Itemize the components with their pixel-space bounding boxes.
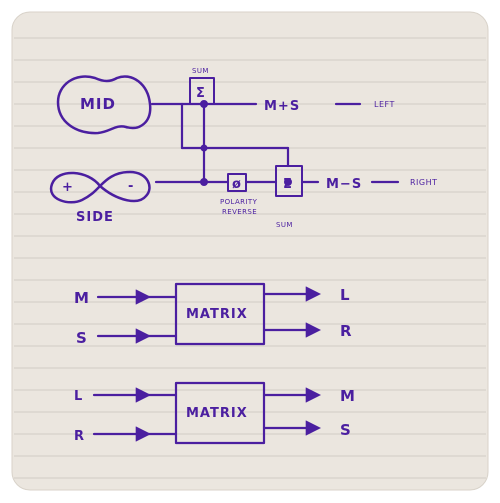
matrix2-out1: M (340, 387, 356, 405)
matrix2-in1: L (74, 389, 83, 404)
matrix2-box (174, 381, 266, 445)
out2-expr: M−S (326, 177, 362, 192)
matrix1-out1: L (340, 286, 351, 304)
sum-bottom-symbol: Σ (283, 177, 293, 192)
matrix1-box (174, 282, 266, 346)
polarity-line1: POLARITY (220, 198, 258, 206)
junction-dot-4 (284, 178, 292, 186)
sum-top-symbol: Σ (196, 86, 206, 101)
mid-label: MID (80, 95, 116, 113)
junction-dot-3 (200, 178, 208, 186)
junction-dot-2 (200, 144, 208, 152)
matrix1-in1: M (74, 289, 90, 307)
side-minus: - (128, 179, 134, 194)
matrix2-out2: S (340, 421, 352, 439)
ruled-lines (14, 37, 486, 479)
sum-bottom-label: SUM (276, 221, 293, 229)
polarity-line2: REVERSE (222, 208, 257, 216)
out1-dest: LEFT (374, 100, 395, 109)
matrix2-label: MATRIX (186, 406, 248, 421)
matrix1-label: MATRIX (186, 307, 248, 322)
side-plus: + (62, 180, 74, 195)
sum-top-label: SUM (192, 67, 209, 75)
out1-expr: M+S (264, 99, 300, 114)
matrix1-in2: S (76, 329, 88, 347)
paper-page (11, 11, 489, 491)
mid-bean-shape (56, 75, 152, 135)
matrix2-in2: R (74, 429, 85, 444)
junction-dot-1 (200, 100, 208, 108)
side-figure-eight (49, 170, 151, 204)
side-label: SIDE (76, 210, 114, 225)
phi-symbol: ø (232, 177, 242, 192)
polarity-box (227, 173, 247, 192)
out2-dest: RIGHT (410, 178, 438, 187)
sum-bottom-box (275, 165, 303, 197)
matrix1-out2: R (340, 322, 353, 340)
